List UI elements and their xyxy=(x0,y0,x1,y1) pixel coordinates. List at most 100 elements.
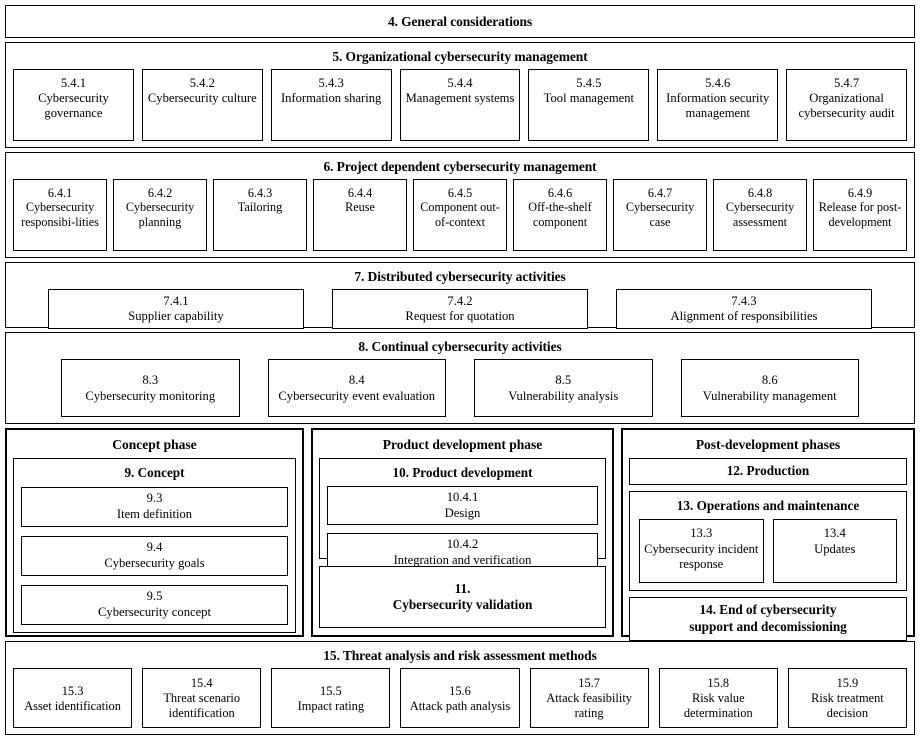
clause-number: 6.4.8 xyxy=(747,185,773,200)
clause-label: Information security management xyxy=(666,90,770,121)
section-organizational-cybersecurity-management: 5. Organizational cybersecurity manageme… xyxy=(5,42,915,148)
clause-label: Vulnerability management xyxy=(702,388,837,403)
clause-label: Cybersecurity responsibi-lities xyxy=(21,200,99,230)
clause-box-7-4-1: 7.4.1 Supplier capability xyxy=(48,288,304,330)
clause-label: Tool management xyxy=(543,90,635,105)
clause-box-9-3: 9.3 Item definition xyxy=(21,486,288,527)
clause-box-15-3: 15.3 Asset identification xyxy=(13,667,133,728)
clause-number: 6.4.3 xyxy=(247,185,273,200)
clause-13-title: 13. Operations and maintenance xyxy=(676,498,860,513)
clause-number: 8.6 xyxy=(761,373,778,388)
section-8-title: 8. Continual cybersecurity activities xyxy=(358,339,562,354)
clause-number: 9.4 xyxy=(146,540,163,555)
section-4-title: 4. General considerations xyxy=(387,13,533,29)
post-development-phases-title: Post-development phases xyxy=(695,437,841,452)
clause-label: Cybersecurity incident response xyxy=(644,541,759,572)
clause-label: Attack feasibility rating xyxy=(546,691,632,721)
clause-label: Cybersecurity concept xyxy=(98,604,211,619)
section-7-title: 7. Distributed cybersecurity activities xyxy=(354,269,566,284)
clause-number: 5.4.2 xyxy=(189,75,215,90)
clause-9-items: 9.3 Item definition 9.4 Cybersecurity go… xyxy=(21,486,288,625)
clause-label: Cybersecurity monitoring xyxy=(85,388,216,403)
clause-label: Cybersecurity planning xyxy=(125,200,195,230)
product-development-phase-title: Product development phase xyxy=(382,437,543,452)
clause-label: Design xyxy=(444,505,481,520)
clause-number: 5.4.4 xyxy=(447,75,473,90)
clause-label: Cybersecurity governance xyxy=(38,90,109,121)
clause-box-15-5: 15.5 Impact rating xyxy=(271,667,391,728)
clause-box-6-4-5: 6.4.5 Component out-of-context xyxy=(413,178,507,251)
clause-box-6-4-1: 6.4.1 Cybersecurity responsibi-lities xyxy=(13,178,107,251)
clause-label: Off-the-shelf component xyxy=(528,200,592,230)
clause-box-6-4-4: 6.4.4 Reuse xyxy=(313,178,407,251)
clause-number: 9.5 xyxy=(146,589,163,604)
section-15-items: 15.3 Asset identification 15.4 Threat sc… xyxy=(6,667,914,734)
section-continual-cybersecurity-activities: 8. Continual cybersecurity activities 8.… xyxy=(5,332,915,424)
clause-number: 6.4.1 xyxy=(47,185,73,200)
clause-box-9-5: 9.5 Cybersecurity concept xyxy=(21,584,288,625)
clause-label: Attack path analysis xyxy=(409,698,511,713)
clause-label: Alignment of responsibilities xyxy=(670,308,818,323)
clause-box-5-4-4: 5.4.4 Management systems xyxy=(399,68,521,141)
clause-label: Threat scenario identification xyxy=(163,691,241,721)
section-5-items: 5.4.1 Cybersecurity governance 5.4.2 Cyb… xyxy=(6,68,914,147)
clause-number: 6.4.2 xyxy=(147,185,173,200)
clause-number: 5.4.3 xyxy=(318,75,344,90)
clause-number: 8.5 xyxy=(555,373,572,388)
clause-box-15-9: 15.9 Risk treatment decision xyxy=(787,667,907,728)
section-6-title: 6. Project dependent cybersecurity manag… xyxy=(323,159,597,174)
clause-label: Information sharing xyxy=(280,90,382,105)
clause-box-14-end-of-cybersecurity-support: 14. End of cybersecurity support and dec… xyxy=(629,596,907,641)
clause-box-5-4-7: 5.4.7 Organizational cybersecurity audit xyxy=(786,68,908,141)
clause-label: Vulnerability analysis xyxy=(508,388,619,403)
clause-box-9-4: 9.4 Cybersecurity goals xyxy=(21,535,288,576)
clause-box-5-4-5: 5.4.5 Tool management xyxy=(528,68,650,141)
clause-label: Asset identification xyxy=(24,698,121,713)
clause-box-6-4-8: 6.4.8 Cybersecurity assessment xyxy=(713,178,807,251)
clause-number: 5.4.6 xyxy=(705,75,731,90)
clause-box-8-5: 8.5 Vulnerability analysis xyxy=(474,358,653,417)
clause-label: Item definition xyxy=(116,506,193,521)
clause-number: 15.6 xyxy=(449,683,471,698)
clause-label: Risk value determination xyxy=(683,691,753,721)
clause-9-title: 9. Concept xyxy=(124,465,185,480)
clause-label: Management systems xyxy=(405,90,515,105)
clause-label: Request for quotation xyxy=(405,308,515,323)
clause-box-5-4-2: 5.4.2 Cybersecurity culture xyxy=(141,68,263,141)
clause-number: 5.4.1 xyxy=(60,75,87,90)
clause-number: 15.5 xyxy=(320,683,342,698)
clause-13-items: 13.3 Cybersecurity incident response 13.… xyxy=(637,518,899,583)
section-7-items: 7.4.1 Supplier capability 7.4.2 Request … xyxy=(6,288,914,338)
clause-number: 6.4.5 xyxy=(447,185,473,200)
clause-label: Cybersecurity goals xyxy=(104,555,205,570)
clause-number: 15.8 xyxy=(707,676,730,691)
clause-box-6-4-9: 6.4.9 Release for post-development xyxy=(813,178,907,251)
section-general-considerations: 4. General considerations xyxy=(5,5,915,38)
clause-label: Reuse xyxy=(345,200,375,215)
clause-number: 5.4.7 xyxy=(833,75,860,90)
section-6-items: 6.4.1 Cybersecurity responsibi-lities 6.… xyxy=(6,178,914,257)
clause-box-15-7: 15.7 Attack feasibility rating xyxy=(529,667,649,728)
clause-label: Cybersecurity culture xyxy=(147,90,257,105)
clause-10-product-development: 10. Product development 10.4.1 Design 10… xyxy=(319,458,606,573)
clause-label: Release for post-development xyxy=(818,200,902,230)
clause-box-5-4-1: 5.4.1 Cybersecurity governance xyxy=(13,68,134,141)
clause-label: 12. Production xyxy=(726,463,810,479)
clause-box-6-4-7: 6.4.7 Cybersecurity case xyxy=(613,178,707,251)
clause-box-5-4-6: 5.4.6 Information security management xyxy=(657,68,779,141)
clause-label: Supplier capability xyxy=(128,308,224,323)
post-development-stack: 12. Production 13. Operations and mainte… xyxy=(629,458,907,641)
clause-box-6-4-6: 6.4.6 Off-the-shelf component xyxy=(513,178,607,251)
clause-box-15-4: 15.4 Threat scenario identification xyxy=(142,667,262,728)
clause-label-line1: 14. End of cybersecurity xyxy=(699,602,837,618)
clause-10-items: 10.4.1 Design 10.4.2 Integration and ver… xyxy=(327,485,598,573)
clause-label: Impact rating xyxy=(297,698,365,713)
lifecycle-phases-row: Concept phase 9. Concept 9.3 Item defini… xyxy=(5,428,915,641)
concept-phase-group: Concept phase 9. Concept 9.3 Item defini… xyxy=(5,428,304,637)
clause-9-concept: 9. Concept 9.3 Item definition 9.4 Cyber… xyxy=(13,458,296,633)
clause-label: Updates xyxy=(814,541,856,556)
clause-label: Organizational cybersecurity audit xyxy=(798,90,895,121)
clause-box-8-6: 8.6 Vulnerability management xyxy=(680,358,859,417)
section-threat-analysis-and-risk-assessment-methods: 15. Threat analysis and risk assessment … xyxy=(5,641,915,735)
